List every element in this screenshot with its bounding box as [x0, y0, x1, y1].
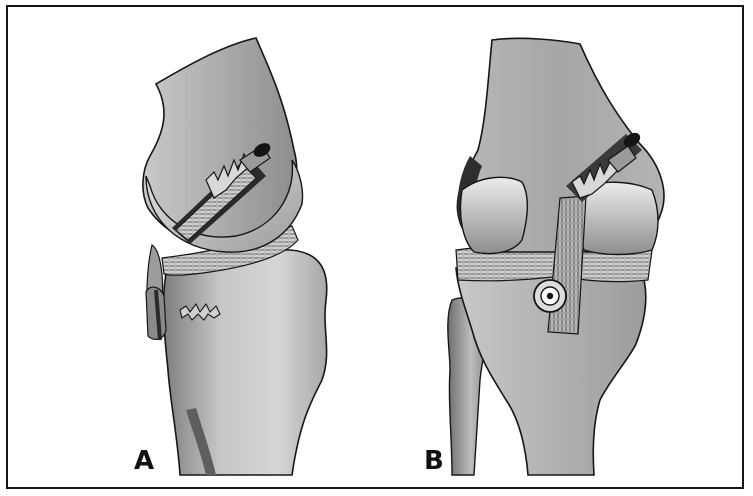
panel-label-a: A: [134, 446, 154, 476]
lateral-condyle-b: [461, 177, 528, 253]
panel-a-illustration: [143, 38, 327, 475]
panel-label-b: B: [424, 446, 444, 476]
tibia-a: [163, 250, 326, 476]
tibial-button-b: [534, 280, 566, 312]
panel-b-illustration: [448, 38, 664, 475]
